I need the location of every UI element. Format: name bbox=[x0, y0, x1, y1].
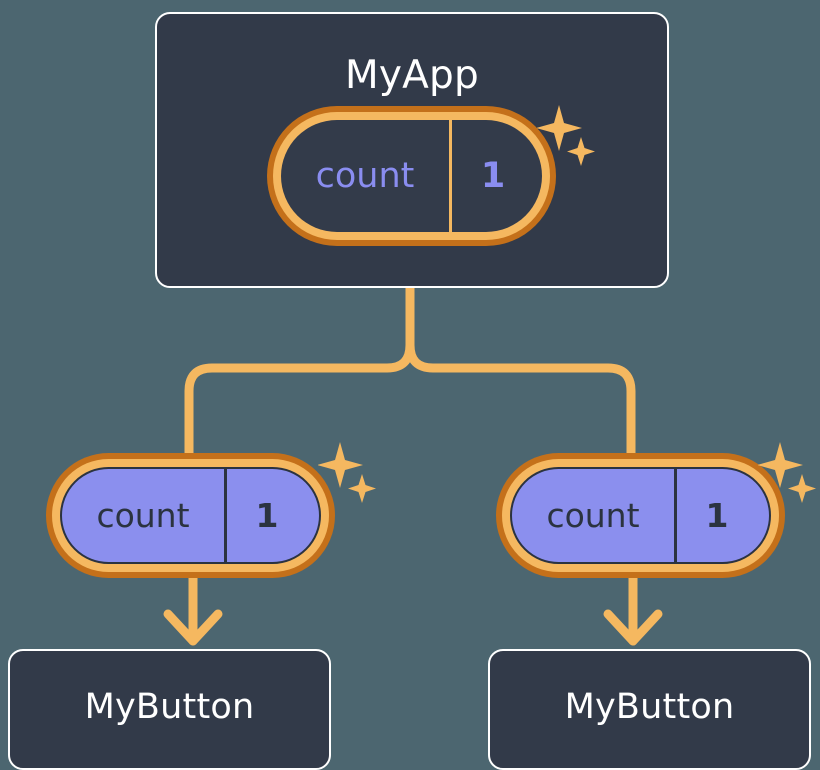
connector-right-branch bbox=[405, 283, 636, 465]
mybutton-panel-title: MyButton bbox=[564, 687, 735, 727]
mybutton-panel-title: MyButton bbox=[84, 687, 255, 727]
state-pill-ring: count 1 bbox=[502, 459, 779, 572]
mybutton-panel: MyButton bbox=[488, 649, 811, 770]
state-pill-ring: count 1 bbox=[273, 112, 550, 240]
myapp-panel-title: MyApp bbox=[345, 53, 479, 98]
state-divider bbox=[674, 469, 677, 562]
arrow-down-icon bbox=[163, 567, 223, 646]
state-value: 1 bbox=[480, 156, 506, 196]
state-key: count bbox=[96, 496, 190, 535]
state-key: count bbox=[315, 156, 415, 196]
state-pill-ring: count 1 bbox=[52, 459, 329, 572]
state-pill-body: count 1 bbox=[60, 467, 321, 564]
state-pill-body: count 1 bbox=[510, 467, 771, 564]
connector-left-branch bbox=[184, 283, 415, 465]
state-key: count bbox=[546, 496, 640, 535]
state-pill-child: count 1 bbox=[46, 453, 335, 578]
state-pill-body: count 1 bbox=[281, 120, 542, 232]
mybutton-panel: MyButton bbox=[8, 649, 331, 770]
state-divider bbox=[224, 469, 227, 562]
state-value: 1 bbox=[255, 496, 279, 535]
state-pill-child: count 1 bbox=[496, 453, 785, 578]
state-divider bbox=[449, 120, 452, 232]
state-value: 1 bbox=[705, 496, 729, 535]
arrow-down-icon bbox=[603, 567, 663, 646]
state-pill-root: count 1 bbox=[267, 106, 556, 246]
